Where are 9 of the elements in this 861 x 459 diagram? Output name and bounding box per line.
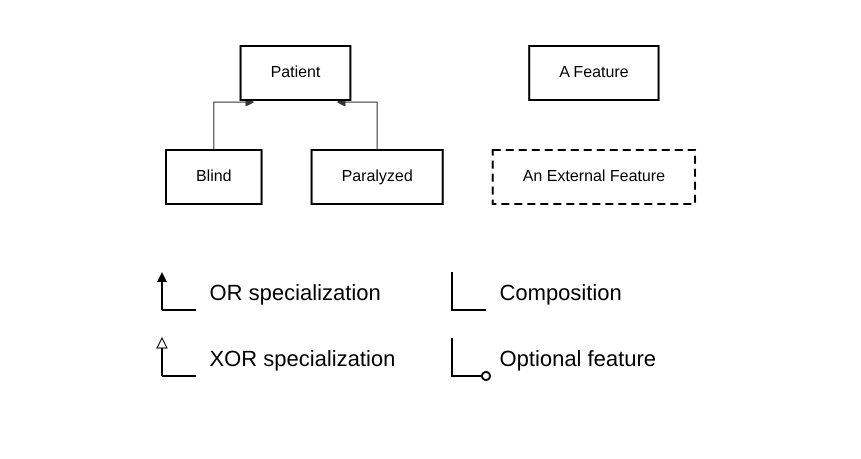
legend-label: Optional feature: [500, 346, 656, 372]
legend-label: XOR specialization: [210, 346, 396, 372]
legend-label: OR specialization: [210, 280, 381, 306]
node-box: A Feature: [528, 45, 660, 101]
node-box: Blind: [164, 149, 263, 205]
node-box: An External Feature: [492, 149, 696, 205]
node-box: Patient: [240, 45, 352, 101]
node-box: Paralyzed: [310, 149, 444, 205]
legend-label: Composition: [500, 280, 622, 306]
